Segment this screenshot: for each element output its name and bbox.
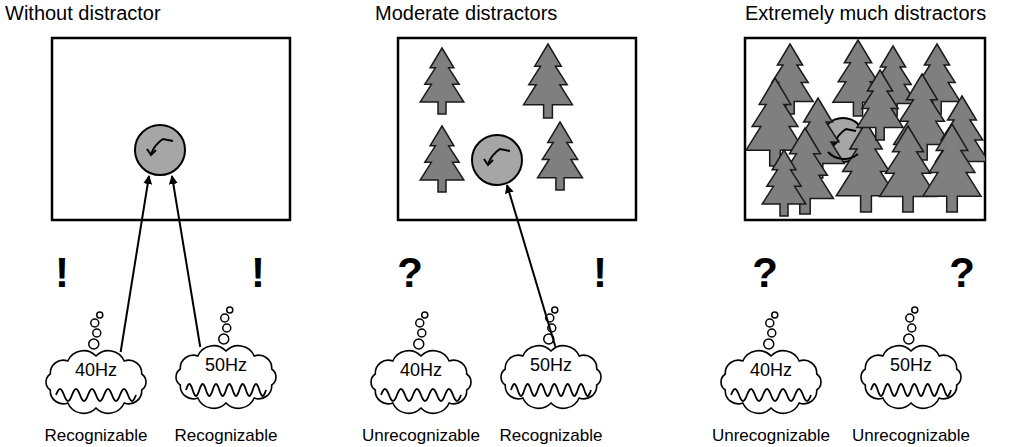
recognition-mark: ! [251, 252, 265, 294]
thought-dot [552, 307, 558, 313]
oscillation-wave [871, 384, 951, 396]
thought-dot [904, 334, 914, 344]
thought-dot [414, 339, 424, 349]
tree-distractor [538, 122, 583, 190]
thought-dot [422, 312, 428, 318]
recognition-mark: ! [55, 252, 69, 294]
tree-distractor [836, 122, 895, 212]
attention-arrow [172, 176, 200, 347]
thought-bubble: 40Hz [715, 348, 827, 416]
attention-arrow [121, 176, 149, 352]
recognition-state: Unrecognizable [852, 426, 970, 446]
target-circle [472, 135, 522, 185]
thought-bubble: 40Hz [40, 348, 152, 416]
frequency-label: 40Hz [40, 360, 152, 381]
scene-frame [52, 38, 290, 220]
recognition-mark: ? [949, 252, 975, 294]
recognition-mark: ! [593, 252, 607, 294]
oscillation-wave [511, 384, 591, 396]
bubble-outline [495, 343, 607, 411]
thought-dot [906, 314, 914, 322]
thought-dot [416, 319, 424, 327]
thought-dot [93, 329, 101, 337]
recognition-state: Recognizable [499, 426, 602, 446]
tree-distractor [880, 126, 937, 212]
tree-distractor [420, 126, 464, 192]
thought-bubble: 50Hz [495, 343, 607, 411]
bubble-outline [715, 348, 827, 416]
frequency-label: 40Hz [715, 360, 827, 381]
thought-dot [766, 319, 774, 327]
oscillation-wave [186, 384, 266, 396]
oscillation-wave [731, 389, 811, 401]
thought-bubble: 40Hz [365, 348, 477, 416]
thought-bubble: 50Hz [855, 343, 967, 411]
thought-dot [97, 312, 103, 318]
recognition-mark: ? [752, 252, 778, 294]
rotation-mark-head [484, 159, 493, 165]
scene-panel: Without distractor [5, 0, 290, 220]
thought-dot [908, 324, 916, 332]
tree-distractor [857, 70, 903, 140]
tree-distractor [923, 124, 981, 212]
frequency-label: 40Hz [365, 360, 477, 381]
oscillation-wave [56, 389, 136, 401]
scene-panel: Extremely much distractors [745, 0, 1033, 220]
thought-dot [223, 324, 231, 332]
recognition-state: Unrecognizable [712, 426, 830, 446]
bubble-outline [40, 348, 152, 416]
tree-distractor [762, 150, 806, 216]
thought-dot [219, 334, 229, 344]
thought-dot [764, 339, 774, 349]
frequency-label: 50Hz [855, 355, 967, 376]
tree-distractor [420, 48, 464, 114]
thought-dot [768, 329, 776, 337]
rotation-mark-head [147, 149, 156, 155]
oscillation-wave [381, 389, 461, 401]
thought-dot [221, 314, 229, 322]
panel-title: Moderate distractors [375, 2, 557, 25]
scene-frame [398, 38, 636, 220]
panel-title: Without distractor [5, 2, 161, 25]
attention-arrow [507, 185, 555, 347]
tree-distractor [524, 44, 573, 118]
thought-bubble: 50Hz [170, 343, 282, 411]
thought-dot [772, 312, 778, 318]
recognition-state: Recognizable [174, 426, 277, 446]
bubble-outline [855, 343, 967, 411]
recognition-mark: ? [397, 252, 423, 294]
target-circle-edge [828, 152, 858, 159]
panel-title: Extremely much distractors [745, 2, 986, 25]
frequency-label: 50Hz [495, 355, 607, 376]
recognition-state: Recognizable [44, 426, 147, 446]
scene-panel: Moderate distractors [375, 0, 636, 220]
thought-dot [89, 339, 99, 349]
thought-dot [912, 307, 918, 313]
frequency-label: 50Hz [170, 355, 282, 376]
recognition-state: Unrecognizable [362, 426, 480, 446]
thought-dot [418, 329, 426, 337]
target-circle [135, 125, 185, 175]
thought-dot [91, 319, 99, 327]
thought-dot [227, 307, 233, 313]
bubble-outline [365, 348, 477, 416]
scene-frame [745, 38, 985, 220]
bubble-outline [170, 343, 282, 411]
